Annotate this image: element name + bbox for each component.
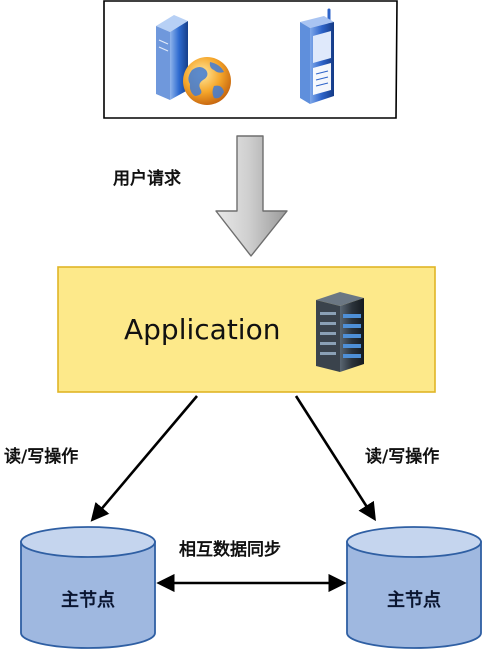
request-label: 用户请求 bbox=[113, 168, 181, 189]
request-arrow bbox=[215, 135, 288, 257]
right-edge-label: 读/写操作 bbox=[365, 446, 439, 467]
master-node-left: 主节点 bbox=[20, 526, 156, 649]
node-label: 主节点 bbox=[387, 589, 441, 611]
web-server-globe-icon bbox=[156, 15, 231, 105]
right-read-write-arrow bbox=[294, 395, 376, 522]
application-box: Application bbox=[57, 266, 436, 393]
node-label: 主节点 bbox=[61, 589, 115, 611]
client-box bbox=[103, 0, 398, 119]
master-node-right: 主节点 bbox=[346, 526, 482, 649]
left-edge-label: 读/写操作 bbox=[4, 446, 78, 467]
mobile-phone-icon bbox=[300, 8, 334, 104]
database-cylinder-icon bbox=[346, 526, 482, 649]
database-cylinder-icon bbox=[20, 526, 156, 649]
server-rack-icon bbox=[316, 292, 364, 372]
left-read-write-arrow bbox=[90, 395, 198, 522]
application-label: Application bbox=[124, 313, 280, 346]
sync-label: 相互数据同步 bbox=[179, 539, 281, 560]
